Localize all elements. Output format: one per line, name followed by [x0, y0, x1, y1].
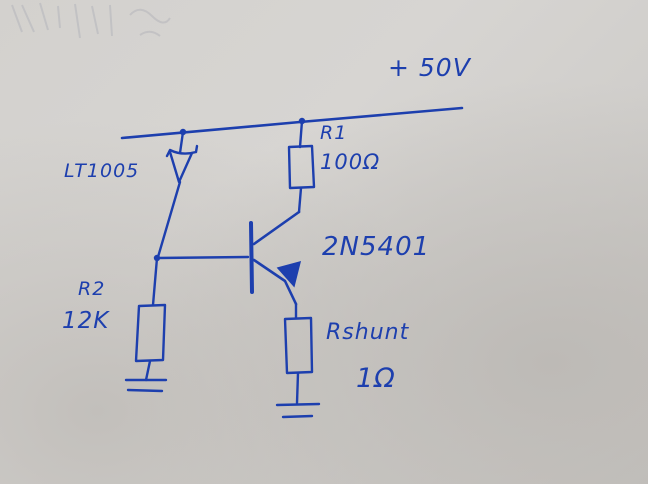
transistor-part-label: 2N5401 — [322, 232, 431, 262]
r2-value-label: 12K — [62, 308, 110, 334]
supply-voltage-label: + 50V — [388, 53, 471, 82]
r1-resistor-symbol — [287, 119, 316, 214]
zener-diode-symbol — [156, 130, 199, 259]
base-wire — [155, 255, 250, 260]
r1-value-label: 100Ω — [320, 150, 381, 174]
ground-icon — [124, 378, 168, 393]
rshunt-resistor-symbol — [283, 302, 314, 405]
r2-name-label: R2 — [78, 278, 106, 300]
supply-rail — [120, 106, 464, 140]
ground-icon — [275, 402, 321, 419]
r2-resistor-symbol — [134, 256, 167, 382]
rshunt-name-label: Rshunt — [326, 320, 410, 345]
zener-part-label: LT1005 — [64, 160, 140, 182]
r1-name-label: R1 — [320, 122, 348, 144]
rshunt-value-label: 1Ω — [356, 363, 396, 394]
pnp-transistor-symbol — [249, 210, 302, 306]
